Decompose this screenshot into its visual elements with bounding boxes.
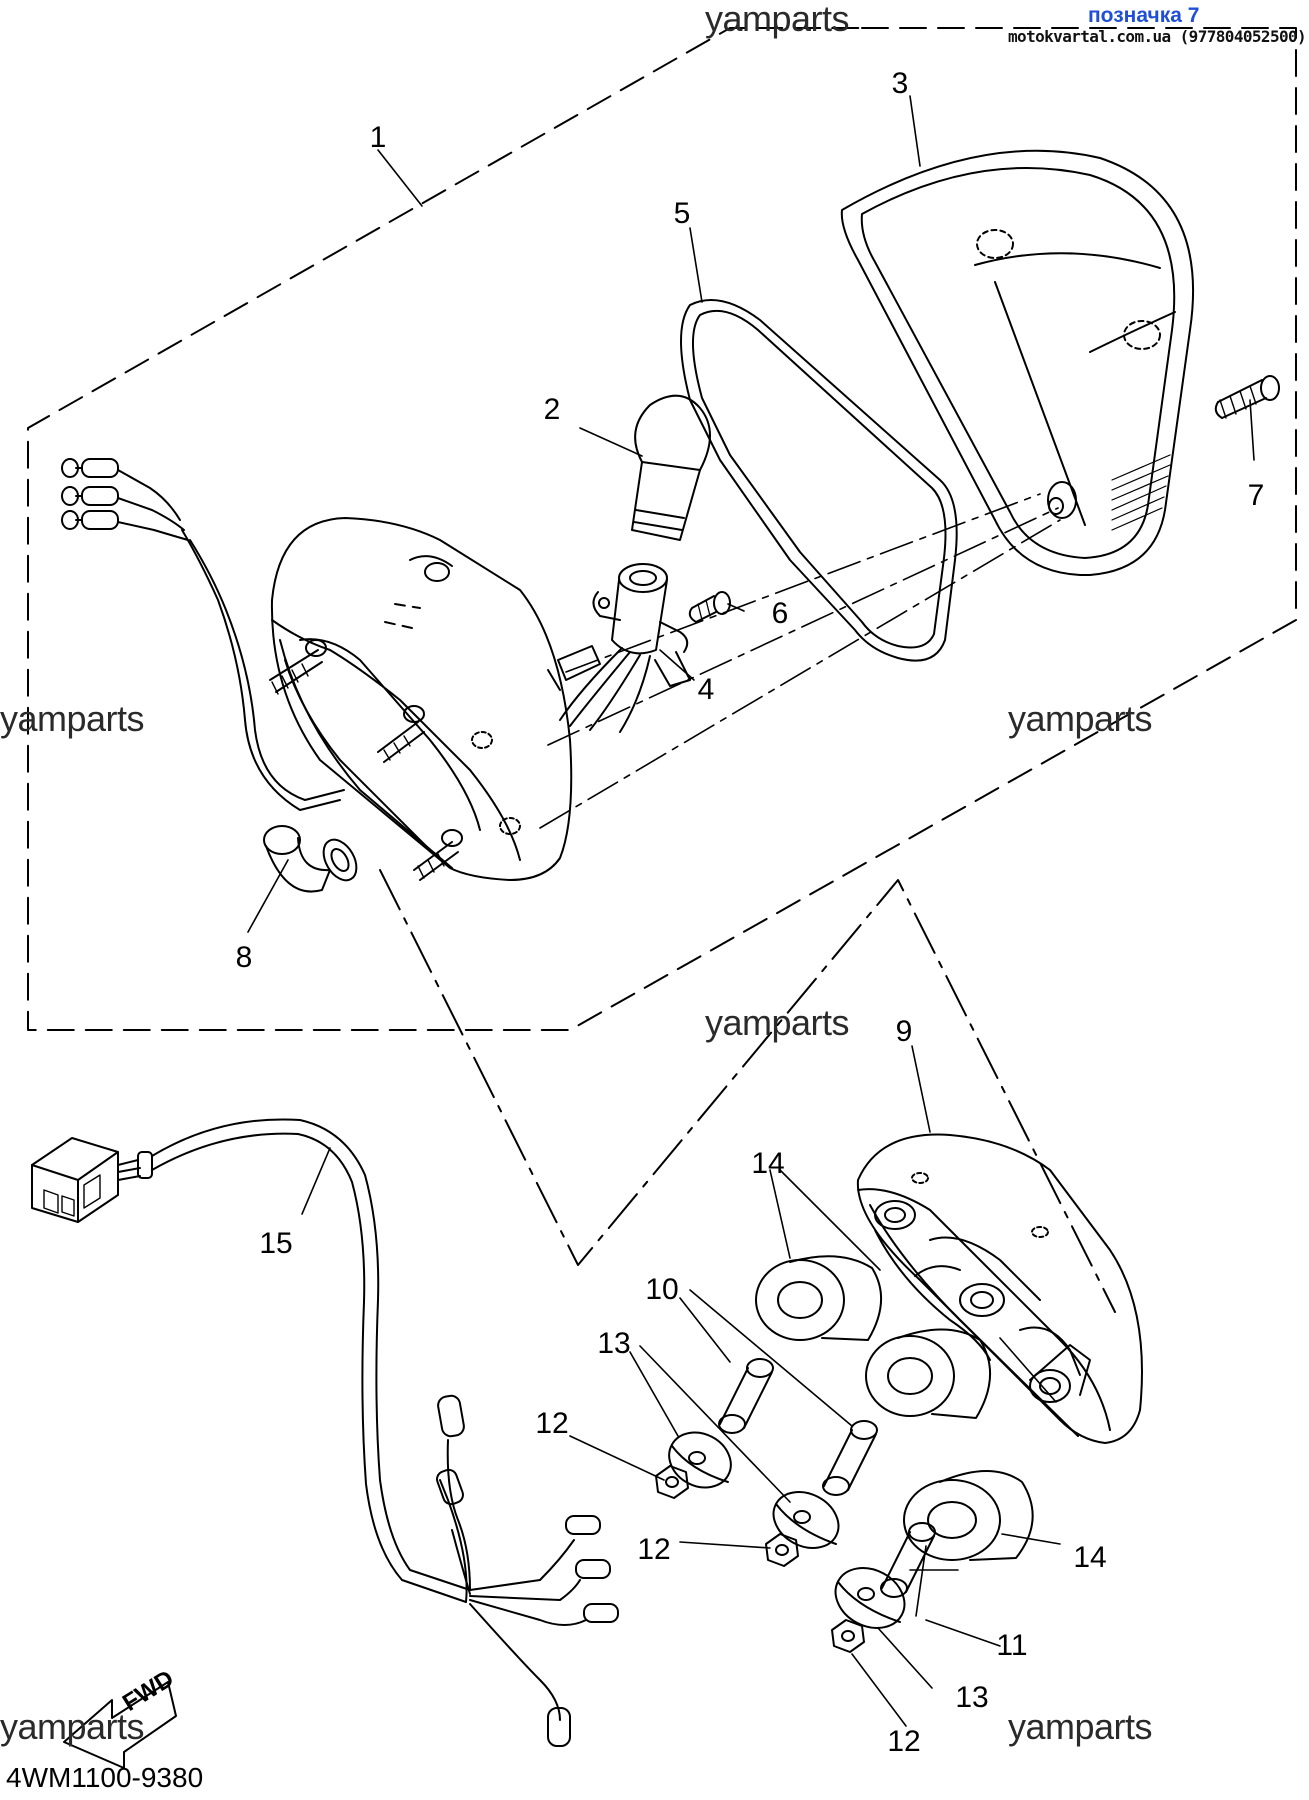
bulb-2 <box>632 396 710 540</box>
socket-4 <box>560 564 690 732</box>
damper-middle <box>866 1329 990 1418</box>
watermark: yamparts <box>1008 1706 1153 1747</box>
washer-lower <box>825 1556 915 1639</box>
collar-11 <box>881 1523 935 1597</box>
callout-2: 2 <box>543 393 561 426</box>
callout-3: 3 <box>891 67 909 100</box>
callout-12-lower: 12 <box>887 1725 921 1758</box>
callout-13-upper: 13 <box>597 1327 631 1360</box>
nut-middle <box>766 1534 798 1566</box>
callout-15: 15 <box>259 1227 293 1260</box>
base-wires <box>62 459 344 810</box>
damper-lower <box>904 1471 1033 1560</box>
callout-5: 5 <box>673 197 691 230</box>
nut-upper <box>656 1466 688 1498</box>
diagram-code: 4WM1100-9380 <box>6 1762 204 1793</box>
watermark: yamparts <box>705 0 850 39</box>
callout-14-lower: 14 <box>1073 1541 1107 1574</box>
collar-10b <box>823 1421 877 1495</box>
callout-13-lower: 13 <box>955 1681 989 1714</box>
callout-6: 6 <box>771 597 789 630</box>
screw-7 <box>1216 376 1279 418</box>
site-credit: motokvartal.com.ua (977804052500) <box>1008 27 1307 46</box>
watermark: yamparts <box>1008 698 1153 739</box>
gasket-5 <box>681 300 957 661</box>
harness-15 <box>32 1119 618 1746</box>
callout-7: 7 <box>1247 479 1265 512</box>
watermark: yamparts <box>705 1002 850 1043</box>
callout-14-upper: 14 <box>751 1147 785 1180</box>
washer-middle <box>764 1481 848 1559</box>
watermark: yamparts <box>0 698 145 739</box>
tag-link[interactable]: позначка 7 <box>1088 4 1200 27</box>
callout-9: 9 <box>895 1015 913 1048</box>
housing-outline <box>380 870 1115 1312</box>
fwd-arrow <box>64 1682 176 1768</box>
assembly-boundary <box>28 28 1296 1030</box>
callout-12-middle: 12 <box>637 1533 671 1566</box>
base-housing <box>272 518 571 880</box>
damper-upper <box>756 1256 881 1340</box>
callout-11: 11 <box>996 1629 1028 1662</box>
callout-12-upper: 12 <box>535 1407 569 1440</box>
grommet-8 <box>264 826 363 892</box>
screw-6 <box>690 592 730 622</box>
callout-4: 4 <box>697 673 715 706</box>
studs <box>270 640 600 880</box>
collar-10a <box>719 1359 773 1433</box>
lens-3 <box>842 151 1193 575</box>
leader-lines <box>248 96 1254 1726</box>
watermark: yamparts <box>0 1706 145 1747</box>
housing-cover-9 <box>858 1135 1142 1443</box>
callout-8: 8 <box>235 941 253 974</box>
nut-lower <box>832 1620 864 1652</box>
callout-10: 10 <box>645 1273 679 1306</box>
callout-1: 1 <box>369 121 387 154</box>
assembly-lines <box>540 494 1060 828</box>
